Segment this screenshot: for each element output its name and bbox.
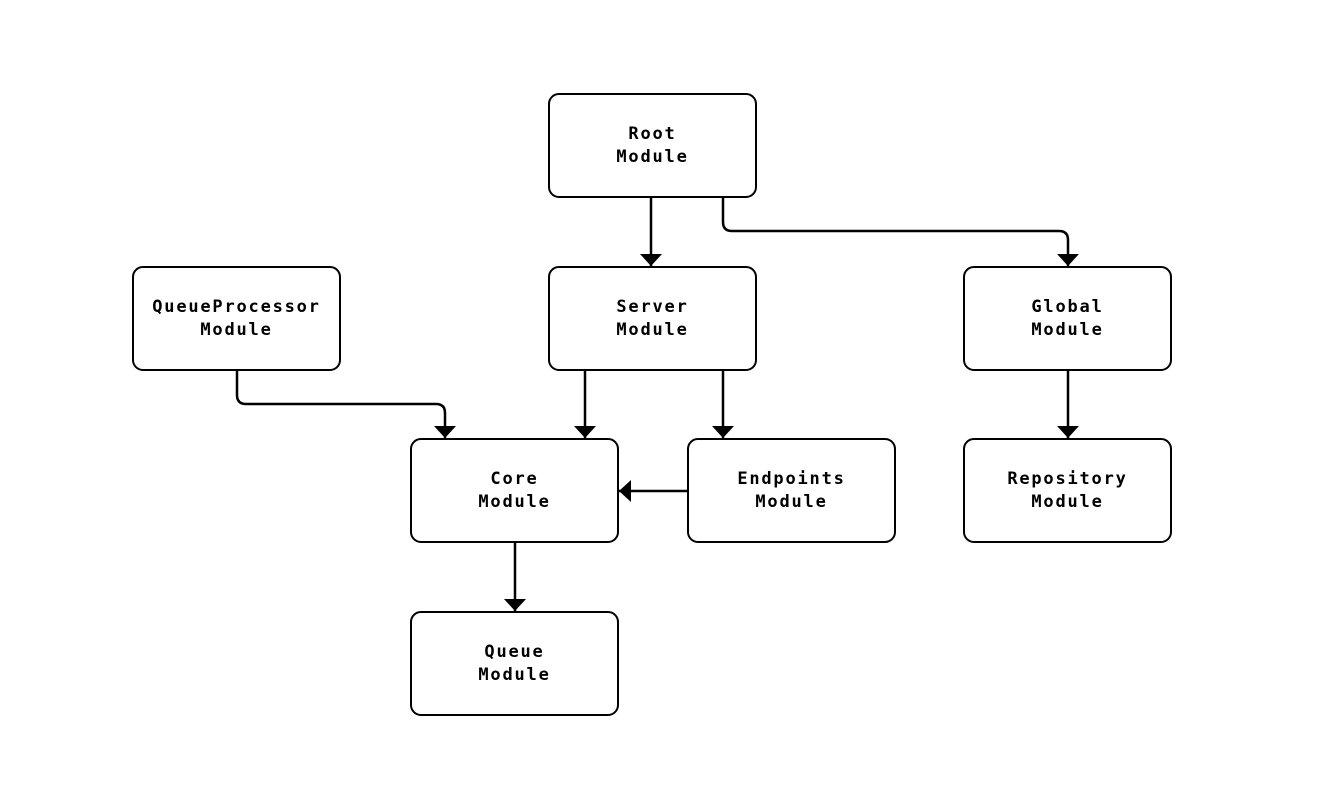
node-label: Module [478,664,551,685]
node-global-module: Global Module [963,266,1172,371]
node-label: Module [200,319,273,340]
node-label: Core [490,468,539,489]
node-label: Global [1031,296,1104,317]
node-label: Module [755,491,828,512]
node-label: Module [616,146,689,167]
node-label: Module [1031,491,1104,512]
node-label: Server [616,296,689,317]
node-label: Module [478,491,551,512]
node-label: Module [1031,319,1104,340]
node-core-module: Core Module [410,438,619,543]
edge-root-to-global [721,198,1079,266]
node-repository-module: Repository Module [963,438,1172,543]
node-server-module: Server Module [548,266,757,371]
node-label: Repository [1007,468,1128,489]
node-label: QueueProcessor [152,296,321,317]
node-label: Module [616,319,689,340]
node-queue-module: Queue Module [410,611,619,716]
node-label: Root [628,123,677,144]
node-label: Endpoints [737,468,846,489]
node-queueprocessor-module: QueueProcessor Module [132,266,341,371]
node-endpoints-module: Endpoints Module [687,438,896,543]
node-label: Queue [484,641,545,662]
node-root-module: Root Module [548,93,757,198]
edge-queueprocessor-to-core [235,371,456,438]
